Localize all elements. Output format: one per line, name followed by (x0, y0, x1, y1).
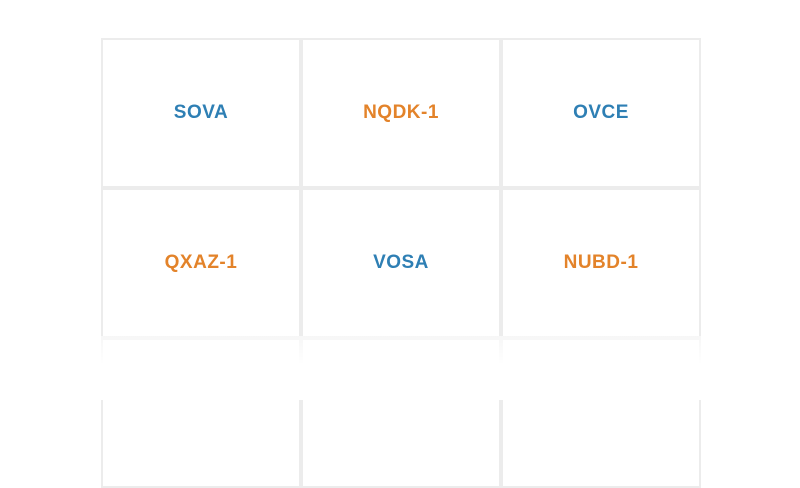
tile[interactable]: OVCE (501, 38, 701, 188)
tile[interactable]: NUBD-1 (501, 188, 701, 338)
tile-partial[interactable] (101, 338, 301, 488)
tile-label: NUBD-1 (563, 252, 639, 273)
tile[interactable]: SOVA (101, 38, 301, 188)
tile-label: NQDK-1 (363, 102, 439, 123)
tile-label: VOSA (373, 252, 429, 273)
tile-grid: SOVA NQDK-1 OVCE QXAZ-1 VOSA NUBD-1 (101, 38, 701, 488)
tile[interactable]: VOSA (301, 188, 501, 338)
tile[interactable]: QXAZ-1 (101, 188, 301, 338)
tile-partial[interactable] (301, 338, 501, 488)
tile-label: QXAZ-1 (164, 252, 238, 273)
tile-label: OVCE (573, 102, 629, 123)
tile-label: SOVA (173, 102, 229, 123)
tile-partial[interactable] (501, 338, 701, 488)
tile[interactable]: NQDK-1 (301, 38, 501, 188)
